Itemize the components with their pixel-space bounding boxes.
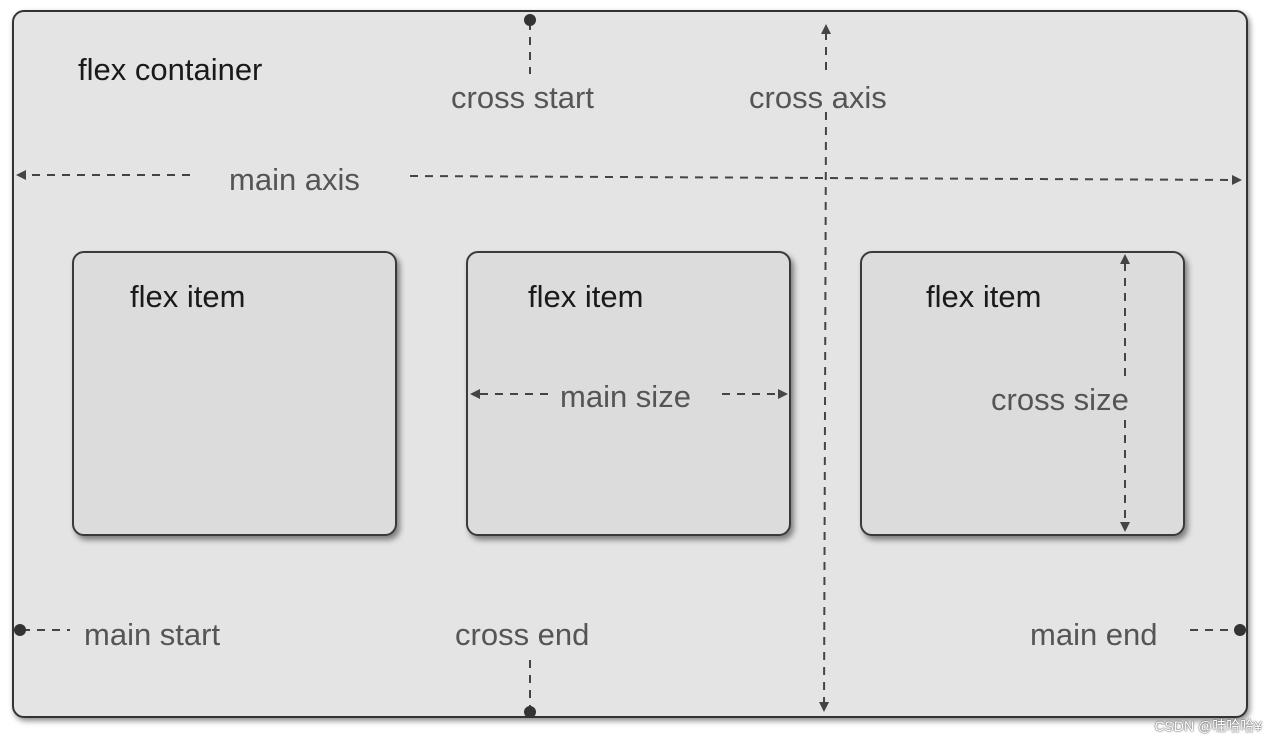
flex-item-3 [860,251,1185,536]
main-axis-label: main axis [229,162,360,197]
flex-item-label-2: flex item [528,279,644,314]
cross-start-label: cross start [451,80,594,115]
main-start-dot [14,624,26,636]
main-axis-line-right [409,174,1242,185]
main-end-label: main end [1030,617,1158,652]
main-start-label: main start [84,617,221,652]
main-end-dot [1234,624,1246,636]
cross-end-dot [524,706,536,718]
flex-item-2 [466,251,791,536]
flex-item-1 [72,251,397,536]
cross-axis-label: cross axis [749,80,887,115]
cross-end-label: cross end [455,617,590,652]
flex-container-title: flex container [78,52,263,87]
watermark-text: CSDN @哇哈哈¥ [1154,718,1262,734]
cross-axis-line-lower [819,111,830,712]
flex-item-label-3: flex item [926,279,1042,314]
cross-size-label: cross size [991,382,1129,417]
main-size-label: main size [560,379,691,414]
cross-start-dot [524,14,536,26]
flex-item-label-1: flex item [130,279,246,314]
